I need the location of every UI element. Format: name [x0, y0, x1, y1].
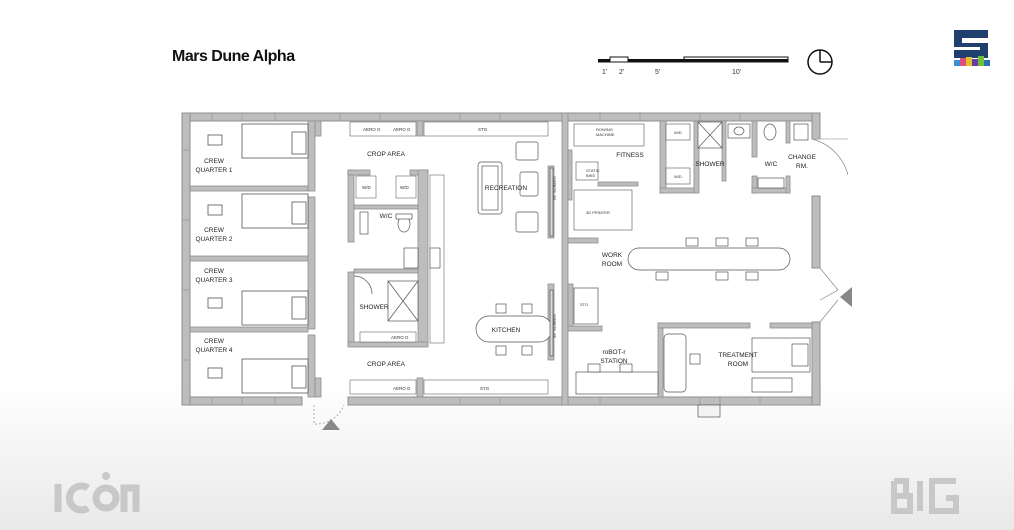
big-logo — [891, 478, 959, 514]
wd-label: W/D — [674, 130, 682, 135]
rowing-machine-label: ROWING — [596, 127, 613, 132]
room-label-crew-1: CREW — [204, 158, 225, 165]
room-label-crew-4: CREW — [204, 338, 225, 345]
room-label-crew-2: QUARTER 2 — [195, 236, 232, 243]
stg-label: STG — [478, 127, 488, 132]
aero-g-label: AERO G — [393, 386, 411, 391]
entry-arrow-icon — [322, 419, 340, 430]
room-label-crew-4: QUARTER 4 — [195, 347, 232, 354]
brand-logo-s — [954, 30, 990, 66]
compass-icon — [807, 49, 833, 75]
interior-walls — [189, 112, 813, 406]
wd-label: W/D — [400, 185, 409, 190]
room-label-treatment: ROOM — [728, 361, 748, 368]
room-label-treatment: TREATMENT — [718, 352, 757, 359]
room-label-crew-2: CREW — [204, 227, 225, 234]
recreation-furniture — [477, 141, 554, 237]
room-label-crop-area: CROP AREA — [367, 151, 405, 158]
stg-label: STG — [580, 302, 588, 307]
aero-g-label: AERO G — [391, 335, 409, 340]
room-label-crew-3: QUARTER 3 — [195, 277, 232, 284]
scale-tick-10: 10' — [732, 69, 741, 76]
crew-beds — [207, 123, 309, 394]
work-room-furniture — [573, 237, 839, 325]
printer-label: 3D PRINTER — [586, 210, 610, 215]
room-label-robot-station: STATION — [600, 358, 628, 365]
stg-label: STG — [480, 386, 490, 391]
aero-g-label: AERO G — [363, 127, 381, 132]
kitchen-furniture — [475, 289, 554, 357]
room-label-wc: W/C — [380, 213, 393, 220]
room-label-crew-3: CREW — [204, 268, 225, 275]
rowing-machine-label: MACHINE — [596, 132, 615, 137]
icon-logo — [54, 472, 140, 514]
wall-segments — [182, 113, 761, 405]
entry-door — [313, 404, 345, 430]
room-label-shower: SHOWER — [359, 304, 389, 311]
room-label-robot-station: roBOT-r — [602, 349, 626, 356]
scale-bar: 1' 2' 5' 10' — [598, 56, 789, 76]
entry-arrow-icon — [840, 287, 852, 307]
scale-tick-5: 5' — [655, 69, 660, 76]
screen-label: 59" SCREEN — [552, 314, 557, 338]
scale-tick-2: 2' — [619, 69, 624, 76]
fitness-equipment — [573, 123, 691, 231]
room-label-fitness: FITNESS — [616, 152, 644, 159]
room-label-shower: SHOWER — [695, 161, 725, 168]
wd-label: W/D — [362, 185, 371, 190]
room-label-recreation: RECREATION — [485, 185, 527, 192]
static-bike-label: STATIC — [586, 168, 600, 173]
static-bike-label: BIKE — [586, 173, 595, 178]
plan-title: Mars Dune Alpha — [172, 48, 295, 65]
right-wet-room — [697, 121, 849, 189]
crop-shelves — [349, 121, 549, 395]
room-label-work-room: ROOM — [602, 261, 622, 268]
lab-furniture — [575, 333, 811, 418]
room-label-kitchen: KITCHEN — [492, 327, 521, 334]
aero-g-label: AERO G — [393, 127, 411, 132]
room-label-crop-area: CROP AREA — [367, 361, 405, 368]
scale-tick-1: 1' — [602, 69, 607, 76]
toilet-icon — [763, 123, 777, 141]
room-label-crew-1: QUARTER 1 — [195, 167, 232, 174]
core-fixtures — [353, 211, 441, 322]
screen-label: 59" SCREEN — [552, 176, 557, 200]
room-label-work-room: WORK — [602, 252, 623, 259]
room-label-change: RM. — [796, 163, 808, 170]
room-label-wc: W/C — [765, 161, 778, 168]
wd-label: W/D — [674, 174, 682, 179]
room-label-change: CHANGE — [788, 154, 816, 161]
